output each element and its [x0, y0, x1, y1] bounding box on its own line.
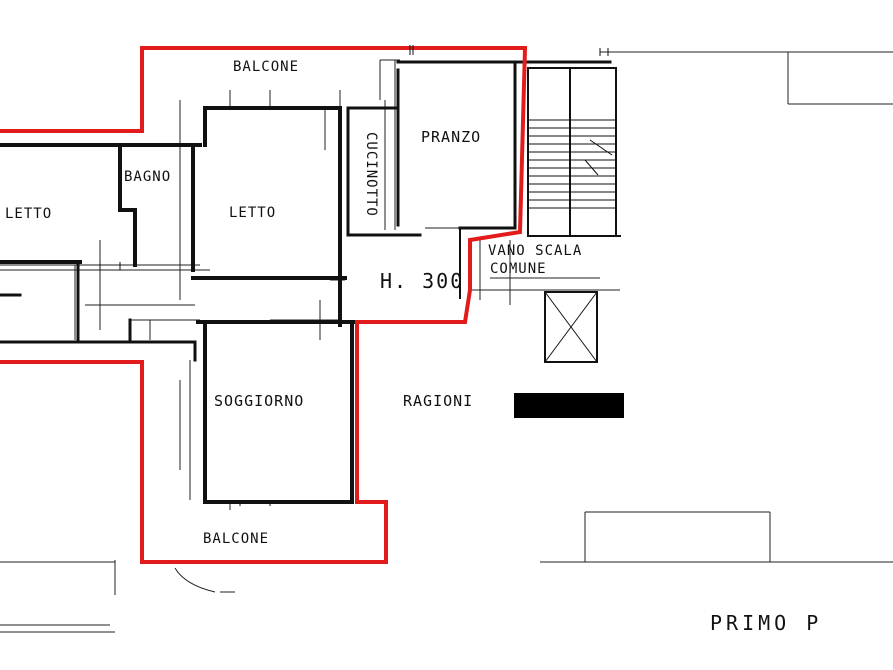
floor-title: PRIMO P — [710, 611, 823, 635]
label-comune: COMUNE — [490, 261, 547, 277]
label-vano-scala: VANO SCALA — [488, 243, 583, 259]
adjacent-building-lines — [0, 51, 893, 633]
label-cucinotto: CUCINOTTO — [363, 132, 379, 217]
label-soggiorno: SOGGIORNO — [214, 392, 305, 410]
label-balcone-top: BALCONE — [233, 59, 300, 75]
lift-shaft — [544, 291, 598, 363]
walls — [0, 60, 621, 504]
dimension-ticks — [99, 45, 609, 506]
label-balcone-bottom: BALCONE — [203, 531, 270, 547]
label-ragioni: RAGIONI — [403, 392, 474, 410]
staircase — [527, 67, 617, 237]
label-bagno: BAGNO — [124, 169, 172, 185]
redaction-bar — [514, 393, 624, 418]
label-pranzo: PRANZO — [421, 128, 482, 146]
property-outline — [0, 46, 528, 564]
label-letto-left: LETTO — [5, 206, 53, 222]
label-letto-center: LETTO — [229, 205, 277, 221]
label-height: H. 300 — [380, 269, 465, 293]
